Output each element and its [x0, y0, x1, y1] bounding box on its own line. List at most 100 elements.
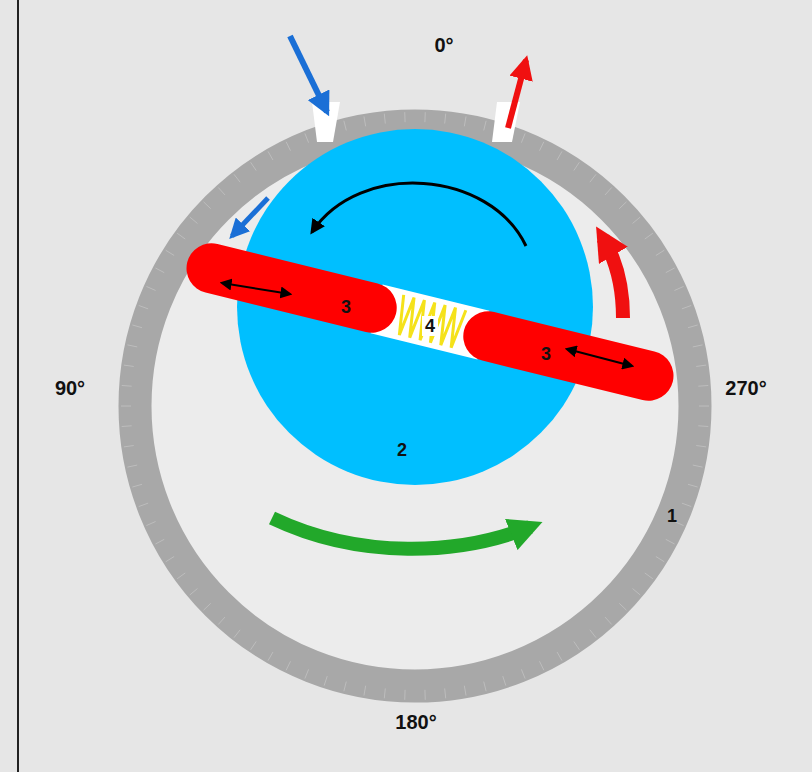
scale-tick [666, 268, 675, 273]
scale-tick [404, 690, 405, 700]
scale-tick [268, 652, 273, 661]
scale-tick [305, 133, 309, 142]
scale-tick [124, 446, 134, 447]
scale-tick [484, 121, 486, 131]
stator-ring [135, 126, 695, 686]
scale-tick [619, 202, 626, 209]
scale-tick [674, 286, 683, 290]
scale-tick [344, 121, 346, 131]
scale-tick [696, 446, 706, 447]
rotation-direction-arrow [272, 518, 530, 549]
rotation-arrow [312, 183, 526, 246]
inlet-arrow [290, 36, 327, 112]
scale-tick [424, 112, 425, 122]
angle-label: 0° [434, 35, 453, 55]
scale-tick [484, 682, 486, 692]
scale-tick [699, 406, 709, 407]
scale-tick [127, 345, 137, 347]
scale-tick [286, 142, 290, 151]
scale-tick [204, 202, 211, 209]
scale-tick [384, 114, 385, 124]
scale-tick [633, 589, 641, 595]
scale-tick [688, 325, 698, 328]
callout-number: 3 [541, 345, 551, 363]
vane-motion-arrow [222, 283, 290, 294]
scale-tick [286, 661, 290, 670]
callout-number: 2 [397, 441, 407, 459]
scale-tick [590, 630, 596, 638]
scale-tick [503, 676, 506, 686]
scale-tick [521, 669, 525, 678]
scale-tick [146, 286, 155, 290]
scale-tick [539, 661, 543, 670]
scale-tick [696, 365, 706, 366]
scale-tick [539, 142, 543, 151]
scale-tick [166, 556, 174, 561]
scale-tick [121, 406, 131, 407]
scale-tick [166, 250, 174, 255]
scale-tick [682, 503, 691, 506]
scale-tick [234, 174, 240, 182]
scale-tick [605, 617, 612, 624]
scale-tick [445, 688, 446, 698]
scale-tick [645, 573, 653, 579]
scale-tick [574, 162, 580, 170]
scale-tick [124, 365, 134, 366]
vanes [181, 238, 678, 406]
scale-tick [688, 484, 698, 487]
scale-tick [633, 217, 641, 223]
scale-tick [424, 690, 425, 700]
scale-tick [574, 641, 580, 649]
scale-tick [445, 114, 446, 124]
scale-tick [122, 425, 132, 427]
scale-tick [132, 325, 142, 328]
callout-number: 3 [341, 298, 351, 316]
scale-tick [464, 116, 466, 126]
scale-tick [218, 188, 225, 195]
scale-tick [698, 385, 708, 387]
scale-tick [656, 250, 664, 255]
scale-tick [590, 174, 596, 182]
angle-label: 270° [725, 378, 766, 398]
scale-tick [268, 151, 273, 160]
scale-tick [305, 669, 309, 678]
scale-tick [190, 589, 198, 595]
scale-tick [384, 688, 385, 698]
scale-tick [155, 539, 164, 544]
scale-tick [666, 539, 675, 544]
scale-tick [557, 151, 562, 160]
scale-tick [127, 465, 137, 467]
scale-tick [190, 217, 198, 223]
scale-tick [619, 603, 626, 610]
scale-tick [698, 425, 708, 427]
scale-tick [251, 641, 257, 649]
scale-tick [122, 385, 132, 387]
scale-tick [364, 116, 366, 126]
scale-tick [155, 268, 164, 273]
callout-number: 4 [422, 316, 438, 336]
scale-tick [682, 305, 691, 308]
scale-tick [251, 162, 257, 170]
scale-tick [364, 686, 366, 696]
scale-tick [204, 603, 211, 610]
scale-ticks [121, 112, 709, 700]
scale-tick [218, 617, 225, 624]
scale-tick [234, 630, 240, 638]
pressure-arrow [603, 238, 623, 318]
scale-tick [605, 188, 612, 195]
scale-tick [177, 573, 185, 579]
angle-label: 90° [55, 378, 85, 398]
scale-tick [404, 112, 405, 122]
scale-tick [139, 305, 148, 308]
scale-tick [324, 676, 327, 686]
angle-label: 180° [395, 712, 436, 732]
scale-tick [656, 556, 664, 561]
scale-tick [521, 133, 525, 142]
scale-tick [344, 682, 346, 692]
vane-motion-arrow [567, 349, 632, 366]
callout-number: 1 [667, 507, 677, 525]
scale-tick [557, 652, 562, 661]
scale-tick [177, 233, 185, 239]
scale-tick [693, 345, 703, 347]
